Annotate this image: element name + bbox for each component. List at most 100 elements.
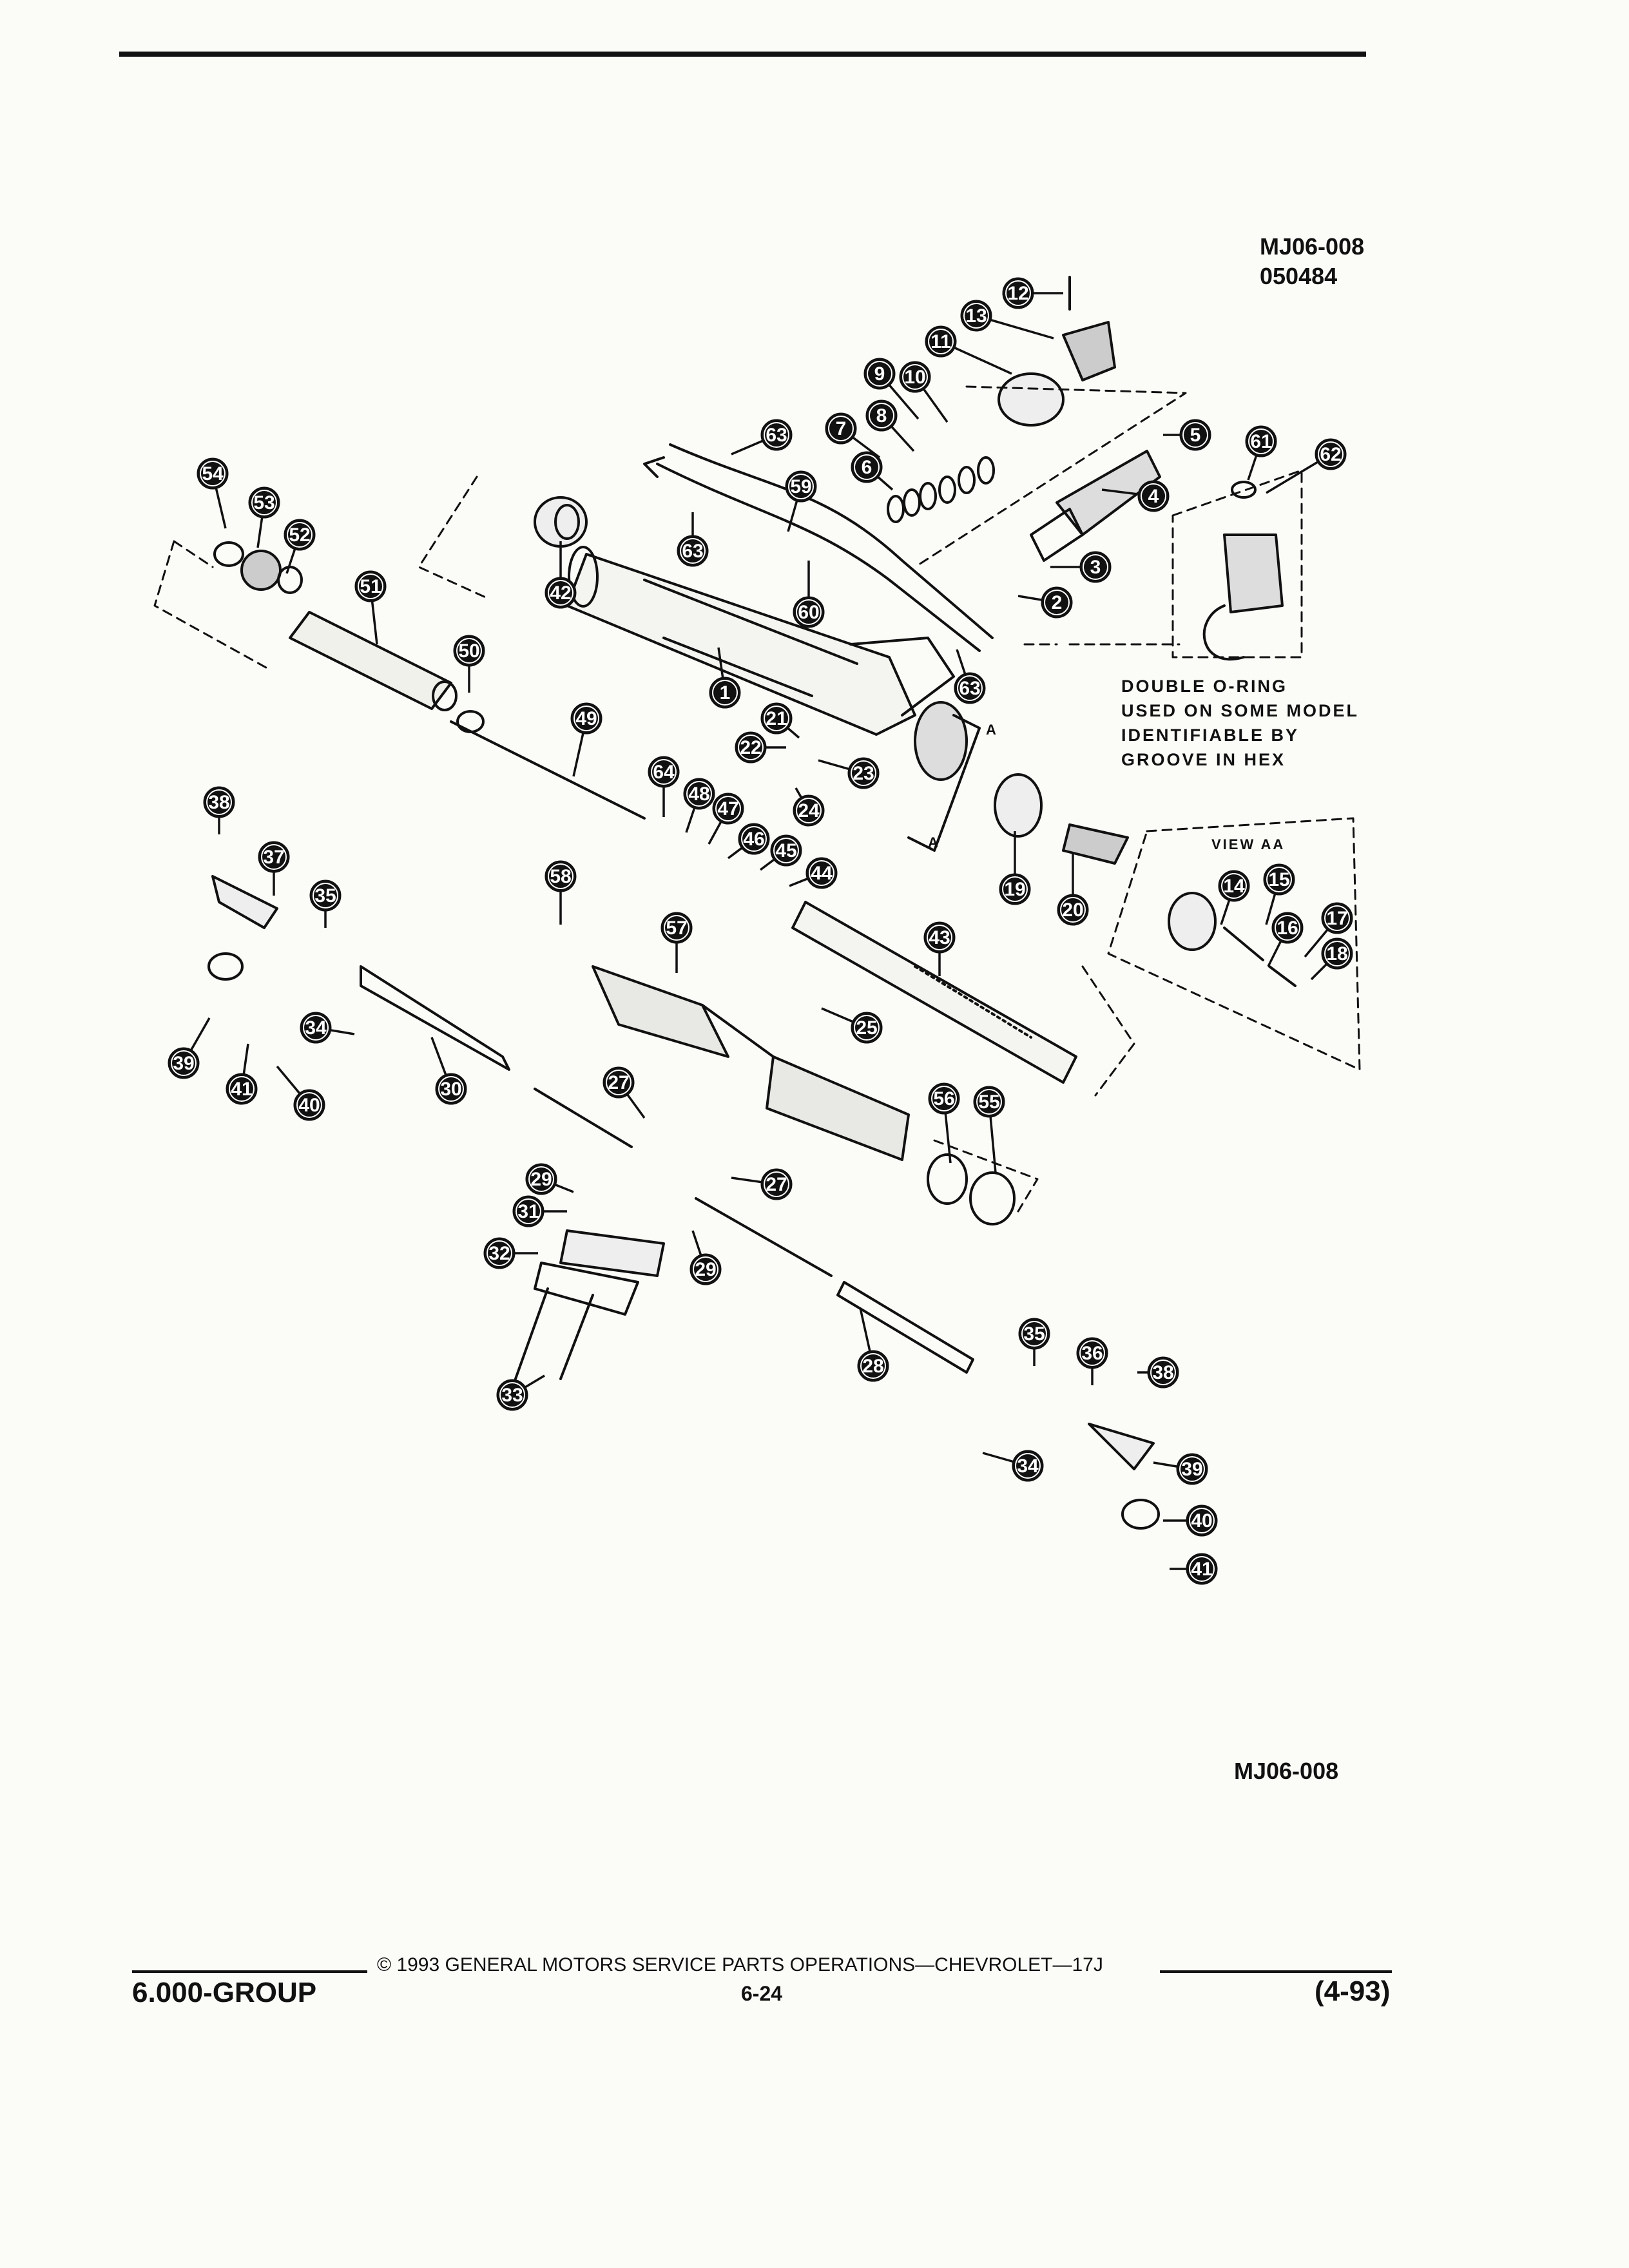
callout-number: 53	[253, 492, 275, 514]
callout-ring	[1275, 915, 1300, 941]
callout-43: 43	[923, 921, 956, 976]
callout-number: 1	[720, 682, 731, 704]
callout-14: 14	[1218, 870, 1250, 925]
callout-ring	[528, 1166, 554, 1192]
callout-ring	[1015, 1453, 1041, 1479]
callout-disc	[512, 1195, 545, 1227]
valve-pinion-part	[1030, 450, 1161, 562]
callout-ring	[1002, 876, 1028, 902]
callout-61: 61	[1245, 425, 1277, 481]
callout-number: 27	[608, 1072, 629, 1093]
callout-46: 46	[727, 823, 770, 860]
footer-group: 6.000-GROUP	[132, 1977, 317, 2008]
callout-disc	[545, 860, 577, 892]
callout-63: 63	[731, 419, 793, 456]
callout-ring	[1324, 905, 1350, 931]
callout-disc	[1218, 870, 1250, 902]
callout-number: 2	[1052, 592, 1063, 613]
callout-5: 5	[1163, 419, 1211, 451]
callout-disc	[973, 1086, 1005, 1118]
callout-12: 12	[1002, 277, 1063, 309]
tube-part	[289, 611, 458, 711]
callout-50: 50	[453, 635, 485, 693]
callout-disc	[168, 1047, 200, 1079]
callout-ring	[303, 1015, 329, 1041]
callout-19: 19	[999, 831, 1031, 905]
callout-ring	[287, 522, 313, 548]
callout-disc	[999, 873, 1031, 905]
callout-ring	[200, 461, 226, 486]
callout-64: 64	[648, 756, 680, 817]
callout-37: 37	[258, 841, 290, 896]
callout-ring	[1179, 1456, 1205, 1482]
callout-number: 31	[517, 1201, 539, 1222]
callout-disc	[851, 451, 883, 483]
callout-30: 30	[430, 1037, 467, 1105]
callout-disc	[712, 793, 744, 825]
callout-number: 45	[775, 840, 796, 861]
bolts-part	[514, 1287, 594, 1380]
double-o-ring-note-2: USED ON SOME MODEL	[1121, 701, 1360, 720]
callout-number: 60	[798, 602, 819, 623]
callout-disc	[1079, 551, 1112, 583]
callout-22: 22	[735, 731, 786, 764]
callout-ring	[693, 1256, 718, 1282]
callout-disc	[760, 419, 793, 451]
callout-disc	[435, 1073, 467, 1105]
callout-ring	[651, 759, 677, 785]
callout-disc	[1315, 438, 1347, 470]
callout-disc	[825, 412, 857, 445]
clamp-part	[927, 1153, 1016, 1225]
callout-number: 57	[666, 918, 687, 939]
callout-ring	[764, 706, 789, 731]
callout-ring	[206, 789, 232, 815]
callout-disc	[899, 361, 931, 393]
callout-disc	[689, 1253, 722, 1285]
callout-number: 27	[766, 1174, 787, 1195]
callout-number: 5	[1190, 425, 1201, 446]
callout-disc	[954, 672, 986, 704]
callout-54: 54	[197, 457, 229, 529]
callout-number: 14	[1223, 876, 1245, 897]
callout-ring	[1005, 280, 1031, 306]
double-o-ring-note-4: GROOVE IN HEX	[1121, 750, 1286, 769]
callout-disc	[857, 1350, 889, 1382]
callout-disc	[1179, 419, 1211, 451]
callout-disc	[545, 577, 577, 609]
callout-ring	[229, 1076, 255, 1102]
callout-42: 42	[545, 541, 577, 609]
callout-disc	[453, 635, 485, 667]
callout-number: 63	[766, 425, 787, 446]
callout-ring	[438, 1076, 464, 1102]
callout-number: 41	[231, 1079, 252, 1100]
callout-9: 9	[863, 358, 920, 420]
callout-disc	[354, 570, 387, 602]
callout-ring	[358, 573, 383, 599]
callout-disc	[293, 1089, 325, 1121]
callout-number: 63	[682, 541, 703, 562]
callout-38b: 38	[1137, 1356, 1179, 1389]
callout-10: 10	[899, 361, 949, 423]
callout-ring	[606, 1070, 631, 1095]
top-rule	[119, 52, 1366, 57]
callout-disc	[923, 921, 956, 954]
fitting-part	[1202, 481, 1284, 661]
callout-ring	[928, 329, 954, 354]
callout-number: 32	[488, 1243, 510, 1264]
seal-stack-part	[887, 456, 995, 523]
boot-part	[592, 965, 910, 1161]
callout-44: 44	[789, 857, 838, 889]
callout-disc	[1186, 1553, 1218, 1585]
tie-rod-part	[360, 965, 974, 1374]
callout-disc	[928, 1082, 960, 1115]
callout-ring	[516, 1198, 541, 1224]
figure-ref-date: 050484	[1260, 263, 1338, 289]
callout-disc	[805, 857, 838, 889]
callout-52: 52	[284, 519, 316, 574]
callout-disc	[1018, 1318, 1050, 1350]
callout-disc	[602, 1066, 635, 1099]
callout-disc	[1041, 586, 1073, 619]
callout-disc	[847, 757, 880, 789]
callout-disc	[865, 399, 898, 432]
